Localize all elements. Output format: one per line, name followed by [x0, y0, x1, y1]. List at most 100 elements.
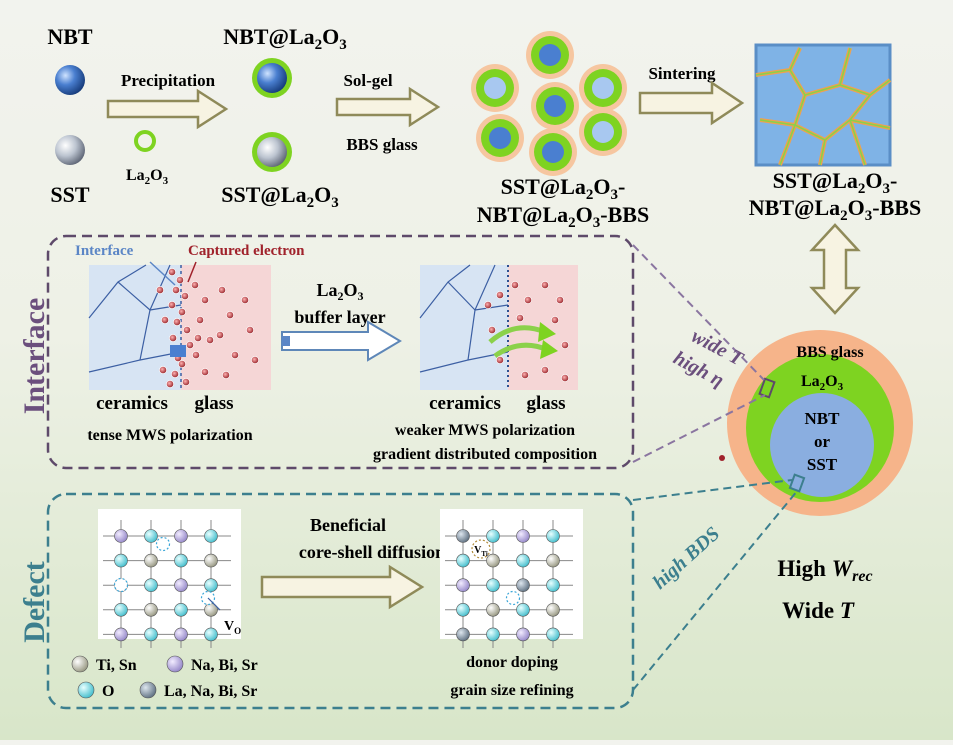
defect-side-label: Defect: [18, 561, 51, 643]
lattice-atom: [174, 602, 188, 617]
lattice-atom: [486, 627, 500, 642]
composite-particle: [531, 82, 579, 130]
legend-la-na-bi-sr-label: La, Na, Bi, Sr: [164, 683, 257, 700]
lattice-atom: [486, 553, 500, 568]
weaker-mws-caption: weaker MWS polarization: [395, 422, 575, 439]
composite-particle: [471, 64, 519, 112]
composite-label-line2: NBT@La2O3-BBS: [477, 202, 649, 231]
interface-panel-frame: [46, 234, 635, 470]
glass-left-label: glass: [194, 393, 233, 414]
high-wrec-label: High Wrec: [777, 556, 872, 585]
lattice-atom: [516, 578, 530, 593]
electron: [168, 268, 176, 276]
lattice-atom: [516, 602, 530, 617]
electron: [541, 281, 549, 289]
electron: [182, 378, 190, 386]
composite-particle: [476, 114, 524, 162]
lattice-atom: [516, 553, 530, 568]
la2o3-label: La2O3: [126, 167, 169, 187]
stray-electron: [719, 455, 725, 461]
sintered-label-line1: SST@La2O3-: [773, 168, 898, 197]
composite-label-line1: SST@La2O3-: [501, 174, 626, 203]
legend-ti-sn-swatch: [71, 655, 89, 673]
wide-t-result-label: Wide T: [782, 598, 855, 623]
electron: [524, 296, 532, 304]
vo-pointer: [207, 597, 221, 611]
core-shell-bbs-label: BBS glass: [796, 344, 863, 361]
legend-o-label: O: [102, 683, 114, 700]
lattice-atom: [486, 529, 500, 543]
electron: [226, 311, 234, 319]
electron: [521, 371, 529, 379]
lattice-atom: [144, 602, 158, 617]
interface-left-illustration: [88, 264, 271, 390]
defect-zoom-marker: [788, 473, 806, 493]
core-label-line3: SST: [807, 455, 838, 474]
buffer-label-line1: La2O3: [316, 280, 363, 303]
legend-la-na-bi-sr-swatch: [139, 681, 157, 699]
lattice-left: [103, 520, 231, 648]
nbt-la2o3-particle-core: [257, 63, 287, 93]
donor-doping-caption: donor doping: [466, 654, 558, 671]
electron: [196, 316, 204, 324]
electron: [201, 296, 209, 304]
lattice-atom: [114, 627, 128, 642]
lattice-atom: [456, 529, 470, 543]
core-shell-schematic: [727, 330, 913, 516]
electron: [169, 334, 177, 342]
core-label-line2: or: [814, 432, 831, 451]
electron: [191, 281, 199, 289]
lattice-atom: [204, 529, 218, 543]
lattice-atom: [546, 627, 560, 642]
lattice-atom: [456, 553, 470, 568]
electron: [159, 366, 167, 374]
core-shell-diffusion-arrow: [260, 564, 425, 610]
tense-mws-caption: tense MWS polarization: [87, 427, 252, 444]
high-bds-label: high BDS: [649, 523, 724, 594]
electron: [551, 316, 559, 324]
electron: [484, 301, 492, 309]
electron: [561, 374, 569, 382]
electron: [511, 281, 519, 289]
lattice-atom: [546, 578, 560, 593]
lattice-atom: [456, 602, 470, 617]
grain-refining-caption: grain size refining: [450, 682, 573, 699]
electron: [183, 326, 191, 334]
electron: [176, 276, 184, 284]
nbt-label: NBT: [47, 24, 93, 49]
beneficial-label-line1: Beneficial: [310, 515, 386, 535]
oxygen-vacancy: [505, 590, 521, 606]
lattice-atom: [174, 627, 188, 642]
interface-label: Interface: [75, 243, 134, 259]
interface-connector-top: [632, 244, 765, 381]
titanium-vacancy: [471, 539, 491, 559]
electron: [251, 356, 259, 364]
electron: [206, 336, 214, 344]
gradient-composition-caption: gradient distributed composition: [373, 446, 597, 463]
interface-connector-bottom: [632, 394, 766, 463]
defect-panel-frame: [46, 492, 635, 710]
nbt-la2o3-label: NBT@La2O3: [223, 24, 347, 53]
sst-la2o3-particle-core: [257, 137, 287, 167]
electron: [201, 368, 209, 376]
legend-na-bi-sr-swatch: [166, 655, 184, 673]
sintered-microstructure: [754, 43, 892, 167]
sintering-arrow: [638, 80, 745, 126]
sst-particle: [55, 135, 85, 165]
oxygen-vacancy: [113, 577, 129, 593]
legend-ti-sn-label: Ti, Sn: [96, 657, 137, 674]
lattice-atom: [204, 553, 218, 568]
lattice-atom: [174, 553, 188, 568]
atom-legend: Ti, Sn Na, Bi, Sr O La, Na, Bi, Sr: [71, 655, 258, 700]
lattice-atom: [456, 627, 470, 642]
lattice-atom: [204, 627, 218, 642]
lattice-atom: [204, 578, 218, 593]
electron: [561, 341, 569, 349]
electron: [173, 318, 181, 326]
captured-electron-label: Captured electron: [188, 243, 305, 259]
lattice-atom: [486, 578, 500, 593]
la2o3-shell-icon: [134, 130, 156, 152]
lattice-atom: [144, 529, 158, 543]
lattice-right-panel: [440, 509, 583, 639]
